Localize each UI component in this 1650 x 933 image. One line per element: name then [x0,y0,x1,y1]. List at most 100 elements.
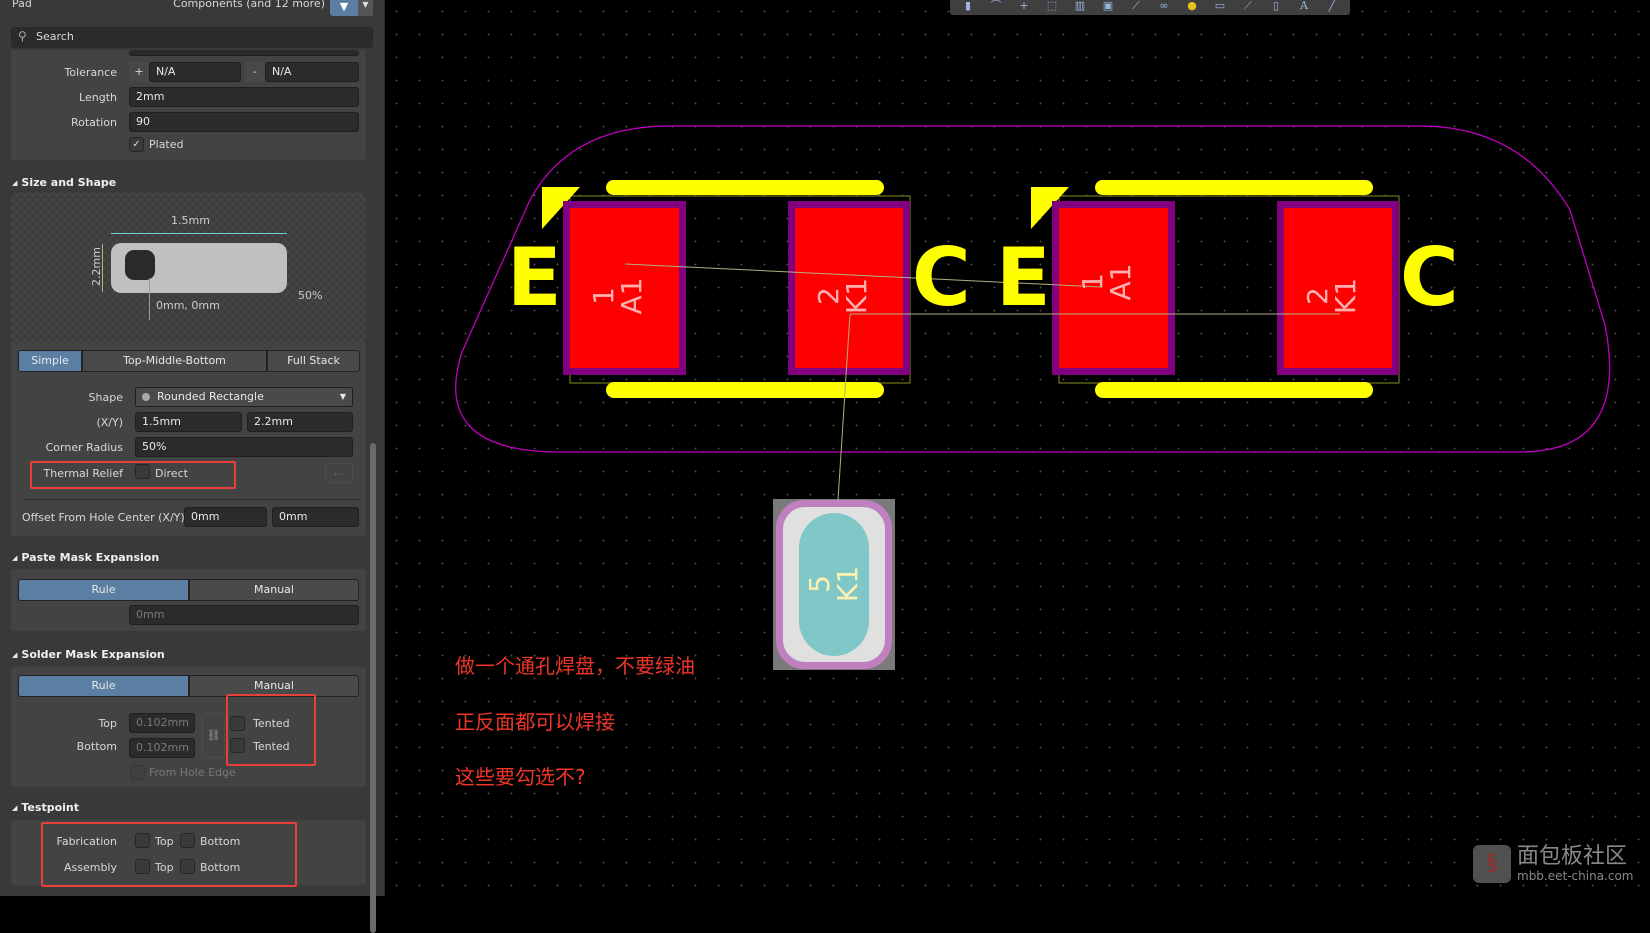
place-pin-icon[interactable]: ▮ [964,0,972,12]
diff-pair-icon[interactable]: ∞ [1159,0,1169,12]
filter-dropdown[interactable]: ▼ [358,0,373,16]
check-icon: ✓ [132,139,141,150]
filter-icon: ▼ [339,0,349,13]
place-via-icon[interactable]: + [1019,0,1029,12]
paste-mask-header[interactable]: Paste Mask Expansion [12,551,159,564]
string-icon[interactable]: A [1300,0,1308,12]
link-toggle[interactable]: ⛓ [202,713,225,758]
from-hole-edge-checkbox[interactable] [130,765,145,780]
scrollbar-thumb[interactable] [370,443,376,933]
assembly-top-checkbox[interactable] [135,859,150,874]
mode-top-middle-bottom[interactable]: Top-Middle-Bottom [82,350,267,372]
align-icon[interactable]: ▥ [1074,0,1086,12]
shape-select[interactable]: Rounded Rectangle ▼ [135,387,353,407]
offset-label: Offset From Hole Center (X/Y) [22,511,185,524]
shape-label: Shape [88,391,123,404]
offset-y-input[interactable]: 0mm [272,507,359,527]
light-icon[interactable]: ● [1187,0,1197,12]
solder-top-input[interactable]: 0.102mm [129,713,195,733]
length-input[interactable]: 2mm [129,87,359,107]
assembly-top-label: Top [155,861,174,874]
tented-top-checkbox[interactable] [230,716,245,731]
size-x-input[interactable]: 1.5mm [135,412,242,432]
panel-scrollbar[interactable] [370,52,376,933]
solder-mask-header[interactable]: Solder Mask Expansion [12,648,164,661]
component-icon[interactable]: ▣ [1102,0,1114,12]
silk-label-e: E [507,231,562,324]
pcb-canvas[interactable] [385,0,1650,896]
annotation-note: 做一个通孔焊盘，不要绿油 [455,654,695,678]
fill-icon[interactable]: ▭ [1214,0,1226,12]
paste-mask-value[interactable]: 0mm [129,605,359,625]
assembly-bottom-checkbox[interactable] [180,859,195,874]
from-hole-edge-label: From Hole Edge [149,766,236,779]
ratsnest [624,263,1340,501]
plated-checkbox[interactable]: ✓ [129,137,144,152]
fabrication-label: Fabrication [56,835,117,848]
chevron-down-icon: ▼ [339,392,346,401]
silk-top-bar [606,180,884,195]
width-dimension-line [111,233,287,234]
silk-label-c: C [912,231,971,324]
annotation-highlight [41,822,297,887]
silk-bottom-bar [1095,382,1373,398]
pad-2 [1284,208,1392,368]
watermark-name: 面包板社区 [1517,844,1628,869]
testpoint-section [11,820,366,885]
hole-preview [125,250,155,280]
pad-2 [795,208,903,368]
tented-bottom-checkbox[interactable] [230,738,245,753]
testpoint-header[interactable]: Testpoint [12,801,79,814]
filter-button[interactable]: ▼ [330,0,358,16]
search-icon: ⚲ [18,29,27,43]
paste-mask-manual[interactable]: Manual [189,579,359,601]
assembly-label: Assembly [63,861,117,874]
divider [24,499,359,500]
tolerance-minus-input[interactable]: N/A [265,62,359,82]
interactive-route-icon[interactable]: ⟋ [1132,0,1140,12]
draw-line-icon[interactable]: ╱ [1328,0,1336,12]
text-frame-icon[interactable]: ▯ [1272,0,1280,12]
corner-radius-input[interactable]: 50% [135,437,353,457]
watermark: § 面包板社区 mbb.eet-china.com [1473,845,1633,883]
offset-x-input[interactable]: 0mm [184,507,267,527]
solder-mask-manual[interactable]: Manual [189,675,359,697]
fabrication-top-checkbox[interactable] [135,833,150,848]
solder-bottom-input[interactable]: 0.102mm [129,738,195,758]
tolerance-plus-sign: + [129,62,149,82]
tented-top-label: Tented [253,717,290,730]
board-outline [455,125,1611,453]
search-input[interactable]: ⚲ Search [11,27,373,48]
annotation-note: 正反面都可以焊接 [455,710,615,734]
thermal-settings-button[interactable]: ... [325,463,353,483]
thermal-direct-checkbox[interactable] [135,464,150,479]
plated-label: Plated [149,138,184,151]
corner-radius-label: Corner Radius [45,441,123,454]
fabrication-bottom-checkbox[interactable] [180,833,195,848]
line-icon[interactable]: ⟋ [1244,0,1252,12]
solder-mask-rule[interactable]: Rule [18,675,189,697]
component-2 [1031,180,1400,398]
size-shape-header[interactable]: Size and Shape [12,176,116,189]
select-area-icon[interactable]: ⬚ [1046,0,1058,12]
thermal-relief-label: Thermal Relief [43,467,123,480]
th-pad-hole [799,513,869,656]
mode-full-stack[interactable]: Full Stack [267,350,360,372]
link-icon: ⛓ [206,729,221,742]
size-y-input[interactable]: 2.2mm [247,412,353,432]
properties-panel: Pad Components (and 12 more) ▼ ▼ ⚲ Searc… [0,0,385,933]
rotation-input[interactable]: 90 [129,112,359,132]
watermark-logo-icon: § [1473,845,1511,883]
pad-1 [570,208,679,368]
mode-simple[interactable]: Simple [18,350,82,372]
silk-top-bar [1095,180,1373,195]
route-icon[interactable]: ⌒ [990,0,1002,12]
paste-mask-rule[interactable]: Rule [18,579,189,601]
clipped-field [129,50,359,56]
tolerance-plus-input[interactable]: N/A [149,62,241,82]
